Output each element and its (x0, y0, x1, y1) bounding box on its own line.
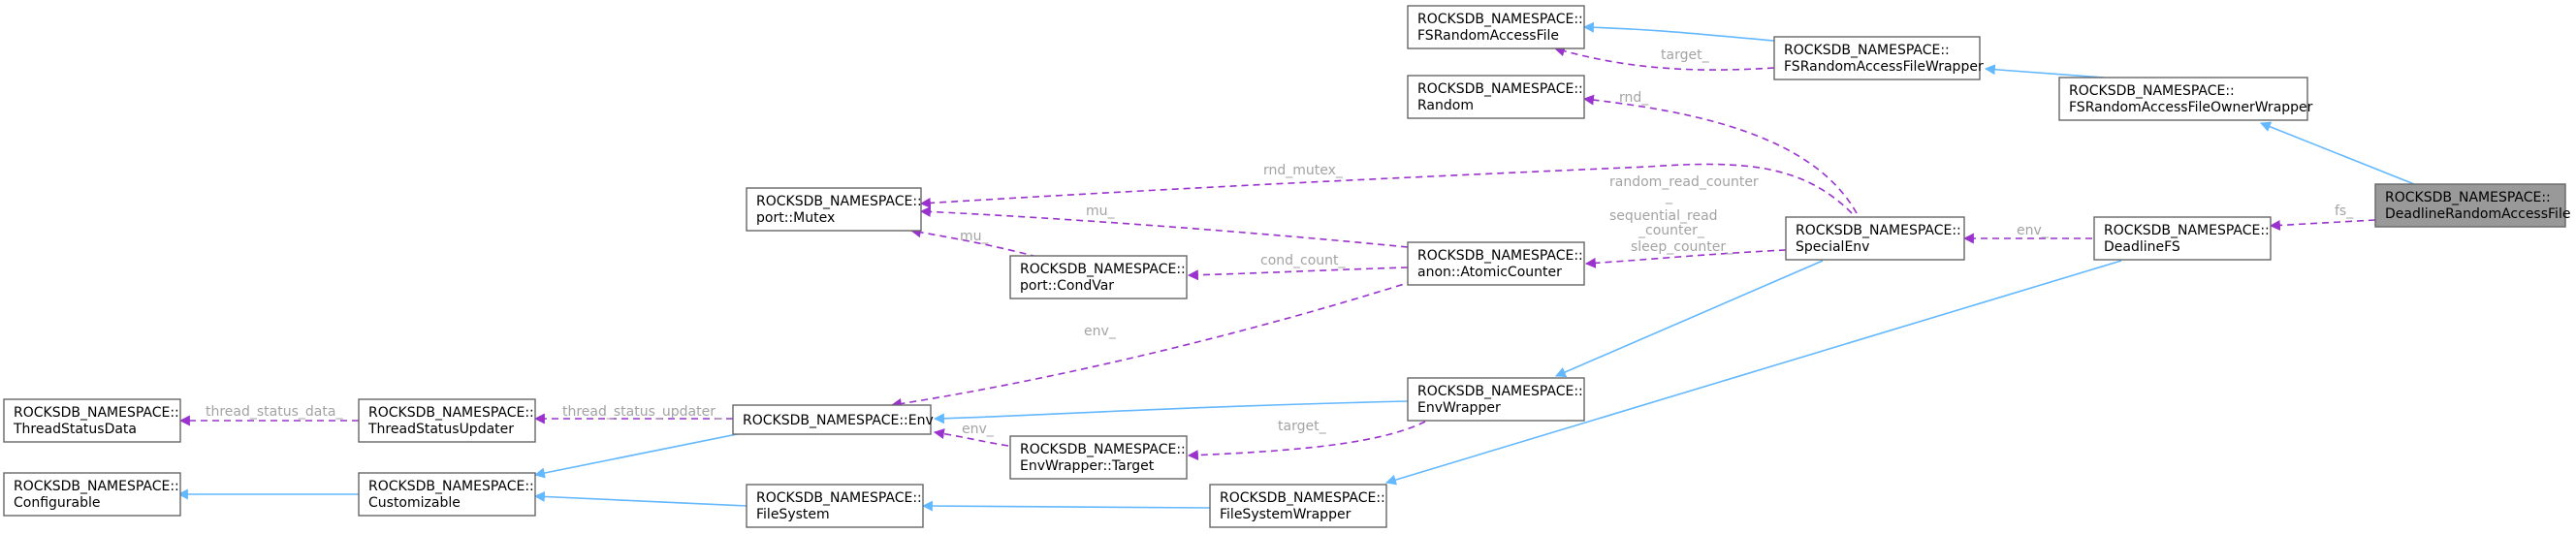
edge-filesystem-to-customizable (533, 490, 747, 507)
svg-text:FSRandomAccessFileWrapper: FSRandomAccessFileWrapper (1784, 59, 1984, 75)
svg-text:DeadlineFS: DeadlineFS (2104, 239, 2180, 255)
edge-label-rnd: rnd_ (1619, 90, 1649, 106)
svg-text:SpecialEnv: SpecialEnv (1796, 239, 1869, 255)
svg-text:FSRandomAccessFile: FSRandomAccessFile (1417, 28, 1559, 44)
svg-text:ROCKSDB_NAMESPACE::: ROCKSDB_NAMESPACE:: (1417, 81, 1583, 97)
edge-label-thread-status-data: thread_status_data_ (206, 404, 343, 420)
edge-atomiccounter-to-specialenv (1584, 249, 1787, 268)
svg-text:anon::AtomicCounter: anon::AtomicCounter (1417, 265, 1562, 280)
node-env-wrapper-target[interactable]: ROCKSDB_NAMESPACE:: EnvWrapper::Target (1009, 435, 1188, 480)
node-configurable[interactable]: ROCKSDB_NAMESPACE:: Configurable (3, 472, 181, 517)
node-deadline-random-access-file[interactable]: ROCKSDB_NAMESPACE:: DeadlineRandomAccess… (2374, 183, 2570, 228)
node-random[interactable]: ROCKSDB_NAMESPACE:: Random (1407, 75, 1585, 119)
node-env-wrapper[interactable]: ROCKSDB_NAMESPACE:: EnvWrapper (1407, 377, 1585, 422)
edge-deadlinefs-to-filesystemwrapper (1384, 260, 2122, 486)
edge-deadlinefs-to-deadlinerandomaccessfile (2269, 219, 2376, 231)
node-file-system[interactable]: ROCKSDB_NAMESPACE:: FileSystem (746, 484, 924, 528)
svg-text:port::CondVar: port::CondVar (1020, 278, 1114, 294)
node-thread-status-updater[interactable]: ROCKSDB_NAMESPACE:: ThreadStatusUpdater (358, 398, 536, 443)
svg-text:ROCKSDB_NAMESPACE::: ROCKSDB_NAMESPACE:: (1220, 490, 1385, 506)
svg-text:ROCKSDB_NAMESPACE::: ROCKSDB_NAMESPACE:: (1020, 442, 1186, 457)
node-special-env[interactable]: ROCKSDB_NAMESPACE:: SpecialEnv (1785, 216, 1965, 261)
svg-text:ROCKSDB_NAMESPACE::: ROCKSDB_NAMESPACE:: (2069, 83, 2235, 99)
svg-text:Random: Random (1417, 98, 1474, 113)
svg-text:ROCKSDB_NAMESPACE::: ROCKSDB_NAMESPACE:: (368, 479, 534, 494)
edge-filewrapper-to-randomaccessfile (1582, 21, 1775, 42)
edge-label-mu-condvar: mu_ (960, 229, 990, 244)
svg-text:DeadlineRandomAccessFile: DeadlineRandomAccessFile (2385, 206, 2570, 222)
edge-filesystemwrapper-to-filesystem (921, 500, 1211, 512)
edge-label-rnd-mutex: rnd_mutex_ (1263, 163, 1344, 178)
svg-text:Customizable: Customizable (368, 495, 461, 511)
edge-env-to-target (933, 428, 1009, 447)
edge-label-sequential-read-counter: sequential_read (1609, 208, 1718, 224)
svg-text:ROCKSDB_NAMESPACE::: ROCKSDB_NAMESPACE:: (1796, 223, 1961, 238)
edge-deadlinerandomaccessfile-to-ownerwrapper (2259, 121, 2415, 185)
edge-label-target-fs: target_ (1661, 47, 1710, 63)
node-deadline-fs[interactable]: ROCKSDB_NAMESPACE:: DeadlineFS (2093, 216, 2272, 261)
svg-text:EnvWrapper: EnvWrapper (1417, 400, 1501, 416)
svg-text:ROCKSDB_NAMESPACE::: ROCKSDB_NAMESPACE:: (2385, 190, 2551, 205)
edge-label-sequential-read-counter-2: _counter_ (1638, 223, 1705, 238)
node-fs-random-access-file-owner-wrapper[interactable]: ROCKSDB_NAMESPACE:: FSRandomAccessFileOw… (2058, 77, 2313, 121)
edge-label-thread-status-updater: thread_status_updater_ (562, 404, 723, 420)
edge-mutex-to-atomiccounter (919, 205, 1409, 248)
edge-label-env-counter: env_ (1084, 324, 1117, 339)
edge-mutex-to-condvar (909, 227, 1038, 258)
node-port-mutex[interactable]: ROCKSDB_NAMESPACE:: port::Mutex (746, 187, 922, 232)
svg-text:ROCKSDB_NAMESPACE::: ROCKSDB_NAMESPACE:: (1417, 248, 1583, 264)
edge-label-fs: fs_ (2335, 204, 2354, 219)
edge-label-mu-counter: mu_ (1086, 204, 1116, 219)
svg-text:ROCKSDB_NAMESPACE::: ROCKSDB_NAMESPACE:: (14, 405, 179, 421)
edge-env-to-customizable (533, 431, 747, 479)
edge-ownerwrapper-to-filewrapper (1984, 64, 2105, 79)
edge-label-random-read-counter-2: _ (1665, 189, 1673, 204)
edge-specialenv-to-envwrapper (1554, 260, 1824, 378)
svg-text:Configurable: Configurable (14, 495, 101, 511)
svg-text:FileSystemWrapper: FileSystemWrapper (1220, 507, 1352, 522)
svg-text:ROCKSDB_NAMESPACE::: ROCKSDB_NAMESPACE:: (1020, 262, 1186, 277)
svg-text:ROCKSDB_NAMESPACE::: ROCKSDB_NAMESPACE:: (1784, 43, 1950, 58)
node-file-system-wrapper[interactable]: ROCKSDB_NAMESPACE:: FileSystemWrapper (1209, 484, 1387, 528)
edge-label-sleep-counter: sleep_counter_ (1631, 239, 1733, 255)
edge-label-target-env: target_ (1278, 419, 1327, 434)
svg-text:FSRandomAccessFileOwnerWrapper: FSRandomAccessFileOwnerWrapper (2069, 100, 2313, 115)
edge-label-env-special: env_ (2017, 223, 2050, 238)
edge-envwrapper-to-env (933, 400, 1409, 424)
svg-text:ROCKSDB_NAMESPACE::: ROCKSDB_NAMESPACE:: (756, 490, 922, 506)
edge-label-env-target: env_ (962, 422, 995, 437)
svg-text:port::Mutex: port::Mutex (756, 210, 835, 226)
svg-text:ROCKSDB_NAMESPACE::: ROCKSDB_NAMESPACE:: (14, 479, 179, 494)
edge-label-cond-count: cond_count_ (1260, 253, 1347, 268)
edge-fsrandomaccessfile-to-filewrapper (1553, 46, 1775, 71)
node-customizable[interactable]: ROCKSDB_NAMESPACE:: Customizable (358, 472, 536, 517)
svg-text:ROCKSDB_NAMESPACE::: ROCKSDB_NAMESPACE:: (1417, 12, 1583, 27)
svg-text:ROCKSDB_NAMESPACE::: ROCKSDB_NAMESPACE:: (2104, 223, 2270, 238)
edge-label-random-read-counter: random_read_counter (1609, 174, 1759, 190)
edge-env-to-atomiccounter (890, 280, 1415, 409)
svg-text:ROCKSDB_NAMESPACE::Env: ROCKSDB_NAMESPACE::Env (743, 413, 934, 428)
svg-text:ThreadStatusUpdater: ThreadStatusUpdater (367, 422, 514, 437)
edge-condvar-to-atomiccounter (1187, 267, 1409, 281)
svg-text:ROCKSDB_NAMESPACE::: ROCKSDB_NAMESPACE:: (756, 194, 922, 209)
node-thread-status-data[interactable]: ROCKSDB_NAMESPACE:: ThreadStatusData (3, 398, 181, 443)
svg-text:EnvWrapper::Target: EnvWrapper::Target (1020, 458, 1155, 474)
svg-text:FileSystem: FileSystem (756, 507, 830, 522)
svg-text:ROCKSDB_NAMESPACE::: ROCKSDB_NAMESPACE:: (1417, 384, 1583, 399)
edge-mutex-to-specialenv (919, 163, 1853, 214)
node-env[interactable]: ROCKSDB_NAMESPACE::Env (732, 404, 934, 435)
svg-text:ThreadStatusData: ThreadStatusData (13, 422, 137, 437)
svg-text:ROCKSDB_NAMESPACE::: ROCKSDB_NAMESPACE:: (368, 405, 534, 421)
node-port-condvar[interactable]: ROCKSDB_NAMESPACE:: port::CondVar (1009, 255, 1188, 299)
edge-random-to-specialenv (1582, 94, 1858, 214)
node-fs-random-access-file[interactable]: ROCKSDB_NAMESPACE:: FSRandomAccessFile (1407, 5, 1585, 49)
edge-target-to-envwrapper (1187, 421, 1426, 461)
node-fs-random-access-file-wrapper[interactable]: ROCKSDB_NAMESPACE:: FSRandomAccessFileWr… (1773, 36, 1984, 80)
node-atomic-counter[interactable]: ROCKSDB_NAMESPACE:: anon::AtomicCounter (1407, 241, 1585, 286)
